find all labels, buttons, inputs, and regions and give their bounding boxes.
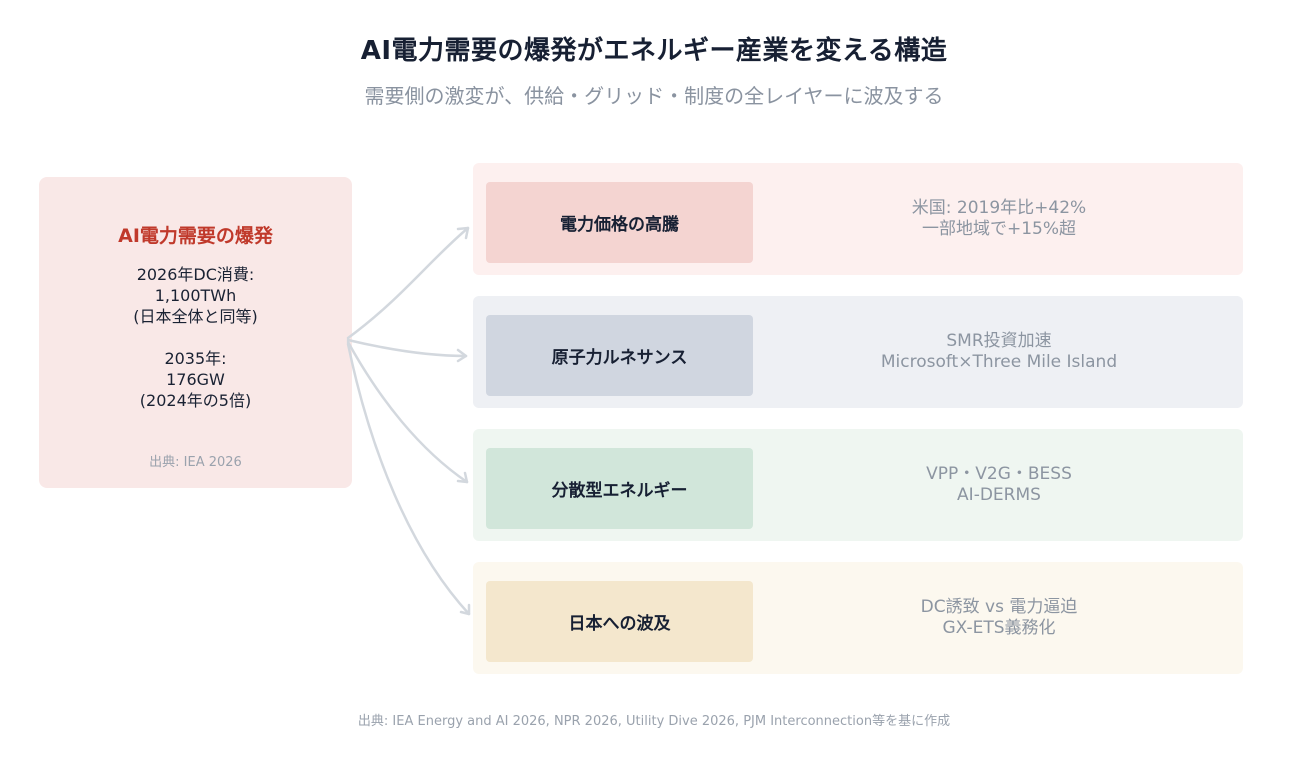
arrow-head-price	[456, 226, 470, 240]
source-box: AI電力需要の爆発 2026年DC消費: 1,100TWh (日本全体と同等) …	[39, 177, 352, 488]
arrow-to-price	[346, 226, 470, 340]
detail-line: GX-ETS義務化	[942, 618, 1056, 638]
impact-row-price: 電力価格の高騰 米国: 2019年比+42% 一部地域で+15%超	[473, 163, 1243, 275]
impact-detail-distributed: VPP・V2G・BESS AI-DERMS	[755, 429, 1243, 541]
page-title: AI電力需要の爆発がエネルギー産業を変える構造	[360, 36, 948, 66]
impact-label-distributed: 分散型エネルギー	[486, 448, 753, 529]
impact-detail-nuclear: SMR投資加速 Microsoft×Three Mile Island	[755, 296, 1243, 408]
arrow-head-nuclear	[456, 348, 468, 363]
impact-row-japan: 日本への波及 DC誘致 vs 電力逼迫 GX-ETS義務化	[473, 562, 1243, 674]
arrow-to-japan	[346, 342, 471, 616]
source-box-citation: 出典: IEA 2026	[149, 455, 242, 470]
arrow-head-japan	[459, 603, 471, 616]
impact-label-nuclear: 原子力ルネサンス	[486, 315, 753, 396]
impact-detail-price: 米国: 2019年比+42% 一部地域で+15%超	[755, 163, 1243, 275]
arrow-to-nuclear	[346, 338, 468, 358]
detail-line: AI-DERMS	[957, 485, 1041, 505]
stat-2035-capacity: 2035年: 176GW (2024年の5倍)	[139, 349, 252, 410]
arrow-to-distributed	[346, 340, 469, 484]
stat-2026-consumption: 2026年DC消費: 1,100TWh (日本全体と同等)	[133, 265, 258, 326]
detail-line: SMR投資加速	[946, 331, 1052, 351]
detail-line: 米国: 2019年比+42%	[911, 198, 1087, 218]
impact-detail-japan: DC誘致 vs 電力逼迫 GX-ETS義務化	[755, 562, 1243, 674]
arrow-head-distributed	[456, 471, 469, 484]
source-box-title: AI電力需要の爆発	[118, 225, 273, 247]
impact-row-distributed: 分散型エネルギー VPP・V2G・BESS AI-DERMS	[473, 429, 1243, 541]
detail-line: VPP・V2G・BESS	[926, 464, 1072, 484]
detail-line: Microsoft×Three Mile Island	[880, 352, 1118, 372]
impact-label-japan: 日本への波及	[486, 581, 753, 662]
detail-line: 一部地域で+15%超	[921, 219, 1077, 239]
impact-label-price: 電力価格の高騰	[486, 182, 753, 263]
impact-row-nuclear: 原子力ルネサンス SMR投資加速 Microsoft×Three Mile Is…	[473, 296, 1243, 408]
detail-line: DC誘致 vs 電力逼迫	[920, 597, 1078, 617]
footer-citation: 出典: IEA Energy and AI 2026, NPR 2026, Ut…	[357, 714, 951, 729]
page-subtitle: 需要側の激変が、供給・グリッド・制度の全レイヤーに波及する	[364, 84, 944, 108]
